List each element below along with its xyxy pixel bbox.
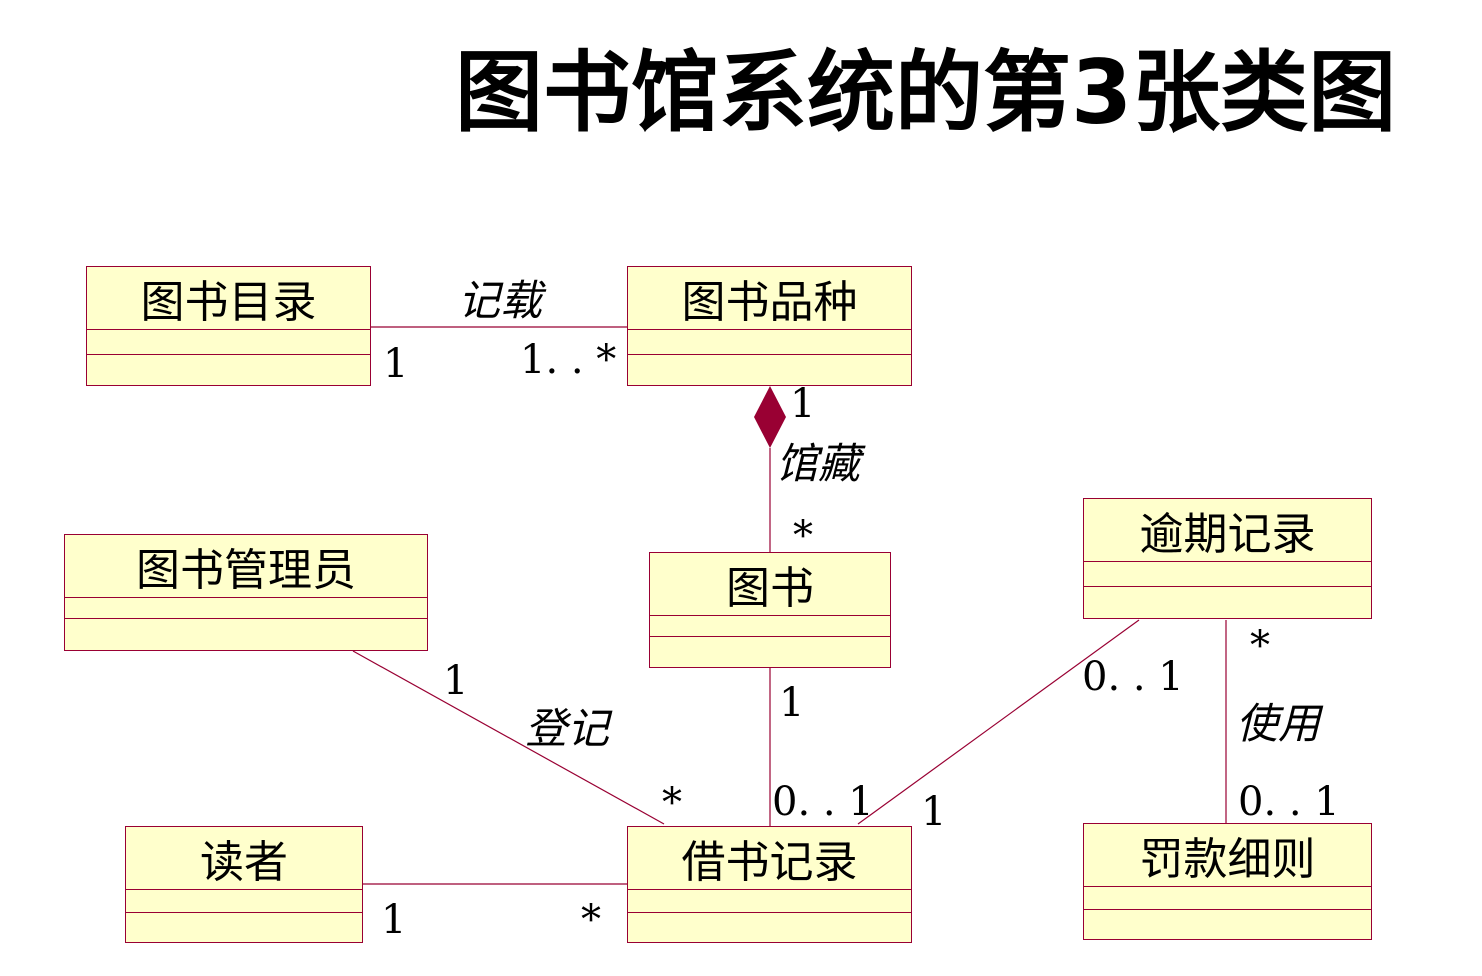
class-book[interactable]: 图书	[649, 552, 891, 668]
attributes-compartment	[65, 598, 427, 619]
composition-diamond	[754, 386, 786, 448]
class-librarian[interactable]: 图书管理员	[64, 534, 428, 651]
class-borrow[interactable]: 借书记录	[627, 826, 912, 943]
multiplicity-label: 0. . 1	[1082, 654, 1184, 700]
role-label: 使用	[1236, 699, 1321, 748]
multiplicity-label: 1	[921, 789, 947, 835]
multiplicity-label: *	[1250, 623, 1270, 669]
class-name: 读者	[126, 827, 362, 890]
operations-compartment	[126, 913, 362, 942]
multiplicity-label: 0. . 1	[772, 779, 874, 825]
attributes-compartment	[1084, 562, 1371, 587]
class-name: 图书品种	[628, 267, 911, 330]
attributes-compartment	[650, 616, 890, 637]
operations-compartment	[650, 637, 890, 667]
class-fine[interactable]: 罚款细则	[1083, 823, 1372, 940]
operations-compartment	[65, 619, 427, 650]
multiplicity-label: *	[662, 780, 682, 826]
multiplicity-label: 1	[443, 658, 469, 704]
multiplicity-label: 1	[383, 341, 409, 387]
role-label: 记载	[458, 276, 543, 325]
attributes-compartment	[126, 890, 362, 913]
multiplicity-label: 1. . *	[520, 337, 617, 383]
multiplicity-label: 0. . 1	[1238, 779, 1340, 825]
class-overdue[interactable]: 逾期记录	[1083, 498, 1372, 619]
operations-compartment	[628, 355, 911, 385]
operations-compartment	[1084, 910, 1371, 939]
class-name: 图书	[650, 553, 890, 616]
class-name: 逾期记录	[1084, 499, 1371, 562]
assoc-overdue-borrow	[857, 619, 1140, 825]
operations-compartment	[628, 913, 911, 942]
class-name: 图书管理员	[65, 535, 427, 598]
class-catalog[interactable]: 图书目录	[86, 266, 371, 386]
class-reader[interactable]: 读者	[125, 826, 363, 943]
multiplicity-label: 1	[790, 381, 816, 427]
class-variety[interactable]: 图书品种	[627, 266, 912, 386]
class-name: 图书目录	[87, 267, 370, 330]
multiplicity-label: *	[581, 897, 601, 943]
attributes-compartment	[628, 890, 911, 913]
assoc-librarian-borrow	[352, 650, 665, 825]
attributes-compartment	[1084, 887, 1371, 910]
attributes-compartment	[87, 330, 370, 355]
operations-compartment	[87, 355, 370, 385]
multiplicity-label: *	[793, 513, 813, 559]
class-name: 罚款细则	[1084, 824, 1371, 887]
class-name: 借书记录	[628, 827, 911, 890]
operations-compartment	[1084, 587, 1371, 618]
attributes-compartment	[628, 330, 911, 355]
multiplicity-label: 1	[381, 897, 407, 943]
page-title: 图书馆系统的第3张类图	[455, 41, 1397, 144]
role-label: 登记	[525, 704, 610, 753]
multiplicity-label: 1	[779, 680, 805, 726]
role-label: 馆藏	[776, 439, 861, 488]
